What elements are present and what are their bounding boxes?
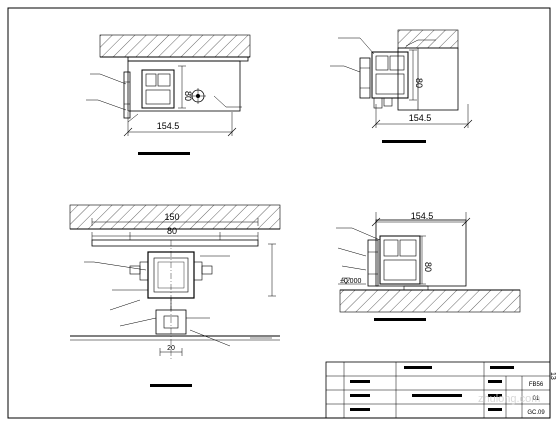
floor-slab bbox=[339, 289, 521, 313]
frame-outline-br bbox=[375, 219, 467, 287]
dim-mid-bl: 80 bbox=[167, 226, 177, 236]
sheet-number: 13 bbox=[549, 372, 556, 380]
drawing-code-2: 01 bbox=[533, 396, 540, 402]
caption-bottom-left bbox=[150, 384, 192, 387]
dim-height-top-left: 80 bbox=[183, 91, 193, 101]
outer-frame bbox=[127, 60, 241, 112]
mullion-profile-br bbox=[379, 235, 421, 285]
detail-top-left: 80 154.5 bbox=[86, 34, 251, 155]
dim-total-bl: 150 bbox=[164, 212, 179, 222]
detail-bottom-left: 150 80 20 bbox=[69, 204, 281, 387]
dim-height-top-right: 80 bbox=[414, 78, 424, 88]
level-mark-br: ±0.000 bbox=[340, 278, 361, 285]
dim-depth-bl: 20 bbox=[167, 345, 175, 352]
dim-width-br: 154.5 bbox=[411, 211, 434, 221]
drawing-code-3: GC.09 bbox=[527, 410, 545, 416]
bracket-plate bbox=[91, 239, 259, 247]
ceiling-slab bbox=[99, 34, 251, 58]
drawing-code-1: FB56 bbox=[529, 382, 544, 388]
detail-top-right: 80 154.5 bbox=[330, 29, 473, 143]
watermark: zhulong.com bbox=[478, 393, 540, 405]
dim-width-top-right: 154.5 bbox=[409, 113, 432, 123]
glass-pane bbox=[123, 71, 131, 119]
sheet-border bbox=[7, 7, 551, 419]
caption-top-left bbox=[138, 152, 190, 155]
title-block: FB56 01 GC.09 bbox=[325, 361, 551, 419]
glass-pane-br bbox=[367, 239, 379, 287]
flashing-plate bbox=[127, 56, 249, 62]
detail-bottom-right: 154.5 80 ±0.000 bbox=[336, 211, 521, 321]
glass-pane-tr bbox=[359, 57, 371, 99]
dim-width-top-left: 154.5 bbox=[157, 121, 180, 131]
wall-outline bbox=[397, 47, 459, 111]
mullion-profile bbox=[141, 69, 175, 109]
caption-top-right bbox=[382, 140, 426, 143]
dim-height-br: 80 bbox=[423, 262, 433, 272]
caption-bottom-right bbox=[374, 318, 426, 321]
